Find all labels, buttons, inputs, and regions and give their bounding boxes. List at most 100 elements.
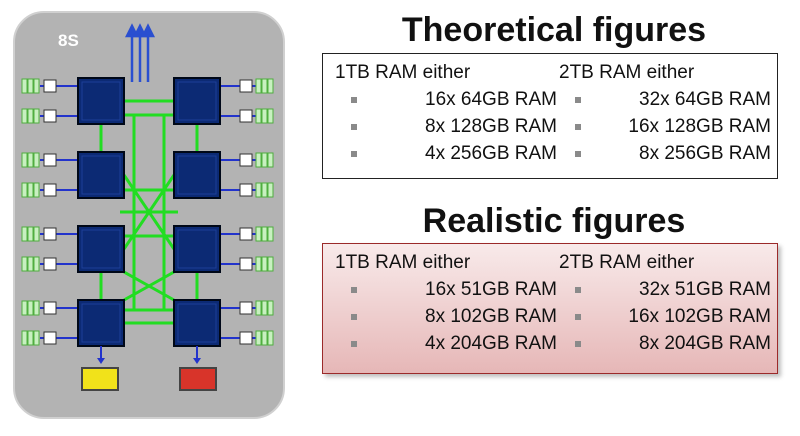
cpu-die — [177, 81, 217, 121]
list-item: 32x 51GB RAM — [559, 276, 771, 303]
cpu-socket — [173, 151, 221, 199]
dimm-module — [261, 256, 268, 272]
dimm-module — [33, 182, 40, 198]
bullet-icon — [351, 341, 357, 347]
cpu-socket — [77, 299, 125, 347]
cpu-die — [81, 229, 121, 269]
column-heading: 2TB RAM either — [559, 252, 695, 273]
memory-buffer — [43, 109, 57, 123]
list-item: 4x 204GB RAM — [335, 330, 557, 357]
bullet-icon — [575, 97, 581, 103]
cpu-link — [123, 270, 175, 302]
dimm-module — [33, 226, 40, 242]
list-item: 8x 102GB RAM — [335, 303, 557, 330]
dimm-module — [261, 182, 268, 198]
theoretical-figures-box: 1TB RAM either 16x 64GB RAM 8x 128GB RAM… — [322, 53, 778, 179]
dimm-module — [27, 78, 34, 94]
memory-buffer — [43, 331, 57, 345]
memory-buffer — [239, 257, 253, 271]
column-heading: 2TB RAM either — [559, 62, 695, 83]
dimm-module — [261, 152, 268, 168]
dimm-module — [255, 330, 262, 346]
column-heading: 1TB RAM either — [335, 62, 471, 83]
dimm-module — [267, 182, 274, 198]
memory-buffer — [43, 79, 57, 93]
memory-buffer — [43, 301, 57, 315]
bullet-icon — [575, 314, 581, 320]
theoretical-column-1tb: 1TB RAM either 16x 64GB RAM 8x 128GB RAM… — [335, 60, 557, 167]
arrow-down-icon — [97, 358, 105, 364]
list-item: 16x 51GB RAM — [335, 276, 557, 303]
theoretical-title: Theoretical figures — [401, 11, 707, 49]
dimm-module — [255, 182, 262, 198]
bullet-icon — [351, 97, 357, 103]
dimm-module — [261, 108, 268, 124]
realistic-column-1tb: 1TB RAM either 16x 51GB RAM 8x 102GB RAM… — [335, 250, 557, 357]
cpu-socket — [173, 77, 221, 125]
memory-buffer — [239, 183, 253, 197]
dimm-module — [21, 226, 28, 242]
dimm-module — [33, 256, 40, 272]
memory-buffer — [239, 227, 253, 241]
list-item: 16x 64GB RAM — [335, 86, 557, 113]
memory-buffer — [239, 109, 253, 123]
dimm-module — [255, 300, 262, 316]
list-item: 8x 256GB RAM — [559, 140, 771, 167]
board-label: 8S — [58, 31, 79, 50]
dimm-module — [27, 226, 34, 242]
dimm-module — [267, 78, 274, 94]
bullet-icon — [351, 151, 357, 157]
dimm-module — [261, 300, 268, 316]
cpu-die — [81, 81, 121, 121]
dimm-module — [21, 300, 28, 316]
cpu-socket — [77, 151, 125, 199]
realistic-figures-box: 1TB RAM either 16x 51GB RAM 8x 102GB RAM… — [322, 243, 778, 374]
memory-buffer — [43, 227, 57, 241]
dimm-module — [261, 226, 268, 242]
realistic-title: Realistic figures — [422, 202, 686, 240]
dimm-module — [33, 78, 40, 94]
dimm-module — [33, 108, 40, 124]
dimm-module — [27, 182, 34, 198]
theoretical-column-2tb: 2TB RAM either 32x 64GB RAM 16x 128GB RA… — [559, 60, 771, 167]
dimm-module — [255, 226, 262, 242]
list-item: 4x 256GB RAM — [335, 140, 557, 167]
cpu-die — [81, 155, 121, 195]
dimm-module — [21, 256, 28, 272]
bullet-icon — [575, 124, 581, 130]
list-item: 16x 102GB RAM — [559, 303, 771, 330]
dimm-module — [267, 300, 274, 316]
dimm-module — [255, 152, 262, 168]
dimm-module — [21, 182, 28, 198]
cpu-socket — [173, 225, 221, 273]
bullet-icon — [351, 124, 357, 130]
cpu-die — [81, 303, 121, 343]
dimm-module — [33, 152, 40, 168]
list-item: 16x 128GB RAM — [559, 113, 771, 140]
dimm-module — [267, 330, 274, 346]
dimm-module — [27, 330, 34, 346]
dimm-module — [27, 108, 34, 124]
dimm-module — [27, 152, 34, 168]
memory-buffer — [239, 301, 253, 315]
dimm-module — [267, 108, 274, 124]
cpu-socket — [173, 299, 221, 347]
dimm-module — [261, 78, 268, 94]
cpu-socket — [77, 225, 125, 273]
memory-buffer — [43, 183, 57, 197]
server-8s-diagram: 8S — [13, 11, 285, 419]
dimm-module — [267, 256, 274, 272]
cpu-die — [177, 303, 217, 343]
cpu-socket — [77, 77, 125, 125]
bullet-icon — [575, 151, 581, 157]
cpu-die — [177, 229, 217, 269]
io-hub-left — [81, 367, 119, 391]
dimm-module — [21, 78, 28, 94]
dimm-module — [27, 256, 34, 272]
dimm-module — [267, 226, 274, 242]
dimm-module — [33, 330, 40, 346]
dimm-module — [255, 256, 262, 272]
cpu-die — [177, 155, 217, 195]
column-heading: 1TB RAM either — [335, 252, 471, 273]
bullet-icon — [351, 287, 357, 293]
